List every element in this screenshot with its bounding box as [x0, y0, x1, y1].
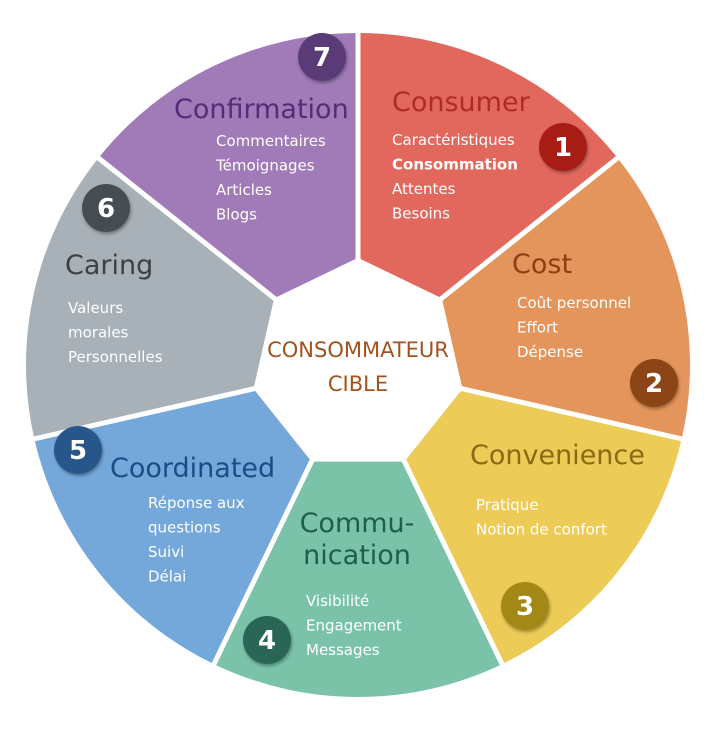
- segment-item: Dépense: [517, 343, 583, 361]
- number-badge: 3: [501, 582, 549, 630]
- segment-item: Commentaires: [216, 132, 326, 150]
- segment-item: Notion de confort: [476, 521, 607, 539]
- badge-number: 4: [258, 626, 276, 656]
- segment-item: Blogs: [216, 206, 257, 224]
- segment-item: questions: [148, 519, 221, 537]
- badge-number: 1: [554, 133, 572, 163]
- badge-circle: [54, 426, 102, 474]
- segment-title: Consumer: [392, 87, 531, 118]
- segment-item: Articles: [216, 181, 272, 199]
- segment-item: Réponse aux: [148, 494, 245, 512]
- segment-7: [99, 33, 356, 297]
- segment-item: morales: [68, 324, 129, 342]
- badge-circle: [630, 359, 678, 407]
- badge-number: 3: [516, 592, 534, 622]
- center-label-line2: CIBLE: [328, 372, 388, 396]
- segment-title: Coordinated: [110, 453, 275, 484]
- segment-6: [26, 159, 274, 437]
- number-badge: 7: [298, 33, 346, 81]
- badge-circle: [539, 123, 587, 171]
- badge-number: 6: [97, 194, 115, 224]
- segment-item: Témoignages: [215, 157, 315, 175]
- segment-title: Convenience: [470, 440, 645, 471]
- segment-item: Personnelles: [68, 348, 163, 366]
- segment-title: nication: [303, 540, 411, 571]
- segment-item: Effort: [517, 319, 558, 337]
- segment-item: Valeurs: [68, 299, 123, 317]
- badge-circle: [82, 184, 130, 232]
- segment-title: Caring: [65, 250, 153, 281]
- segment-item: Suivi: [148, 543, 184, 561]
- segment-item: Visibilité: [306, 592, 369, 610]
- segment-1: [360, 33, 617, 297]
- badge-circle: [501, 582, 549, 630]
- segment-3: [406, 391, 682, 664]
- badge-circle: [243, 616, 291, 664]
- segment-item: Attentes: [392, 180, 456, 198]
- badge-circle: [298, 33, 346, 81]
- segment-item: Pratique: [476, 496, 538, 514]
- segment-5: [34, 391, 310, 664]
- segment-item: Engagement: [306, 617, 402, 635]
- number-badge: 1: [539, 123, 587, 171]
- segment-item: Besoins: [392, 205, 450, 223]
- segment-item: Délai: [148, 568, 186, 586]
- number-badge: 6: [82, 184, 130, 232]
- segment-title: Cost: [512, 249, 572, 280]
- segment-2: [442, 159, 691, 437]
- number-badge: 4: [243, 616, 291, 664]
- center-label-line1: CONSOMMATEUR: [267, 338, 449, 362]
- badge-number: 5: [69, 436, 87, 466]
- segment-title: Confirmation: [174, 94, 349, 125]
- number-badge: 2: [630, 359, 678, 407]
- segment-title: Commu-: [300, 508, 415, 539]
- number-badge: 5: [54, 426, 102, 474]
- badge-number: 2: [645, 369, 663, 399]
- segment-item: Coût personnel: [517, 294, 631, 312]
- badge-number: 7: [313, 43, 331, 73]
- segment-item: Consommation: [392, 156, 518, 174]
- segment-item: Messages: [306, 641, 380, 659]
- segment-item: Caractéristiques: [392, 131, 515, 149]
